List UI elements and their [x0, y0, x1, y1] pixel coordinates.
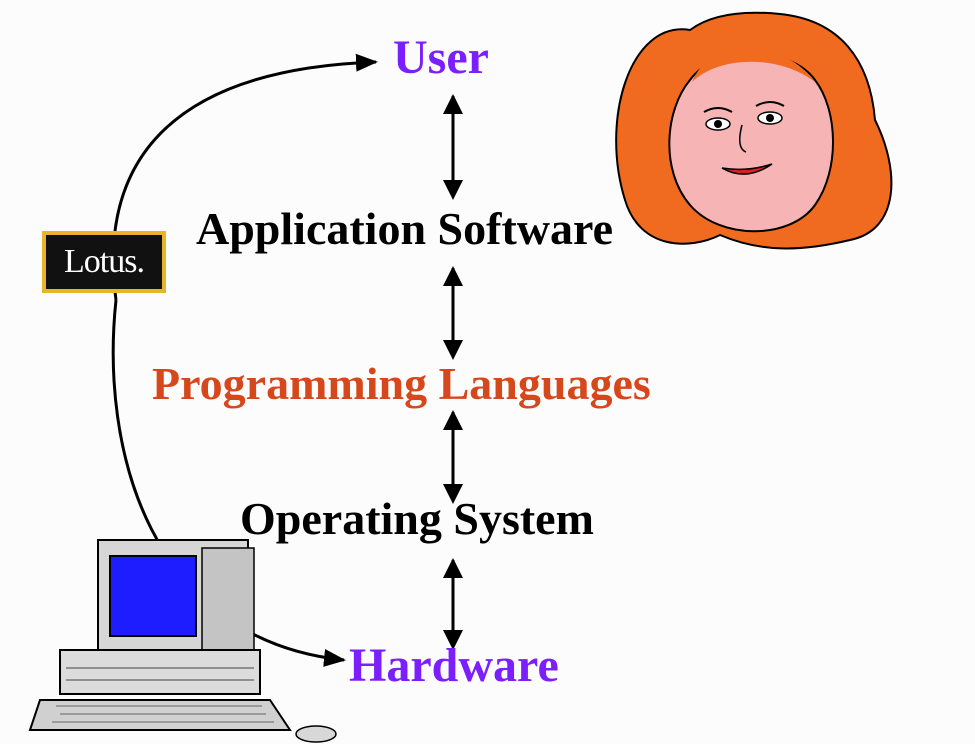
arrow-user-app	[443, 94, 463, 200]
desktop-computer-clipart	[28, 539, 337, 743]
woman-face-clipart	[615, 11, 893, 250]
layer-os-label: Operating System	[240, 493, 594, 544]
lotus-logo-text: Lotus.	[64, 243, 145, 280]
arrow-prog-os	[443, 410, 463, 504]
arrow-os-hw	[443, 558, 463, 650]
layer-hardware-label: Hardware	[349, 639, 559, 692]
layer-application-label: Application Software	[196, 203, 613, 254]
curve-arrow-to-hardware	[111, 299, 346, 667]
arrow-app-prog	[443, 266, 463, 360]
layer-programming-label: Programming Languages	[152, 358, 651, 409]
lotus-logo: Lotus.	[42, 231, 166, 293]
layer-user-label: User	[393, 31, 489, 84]
